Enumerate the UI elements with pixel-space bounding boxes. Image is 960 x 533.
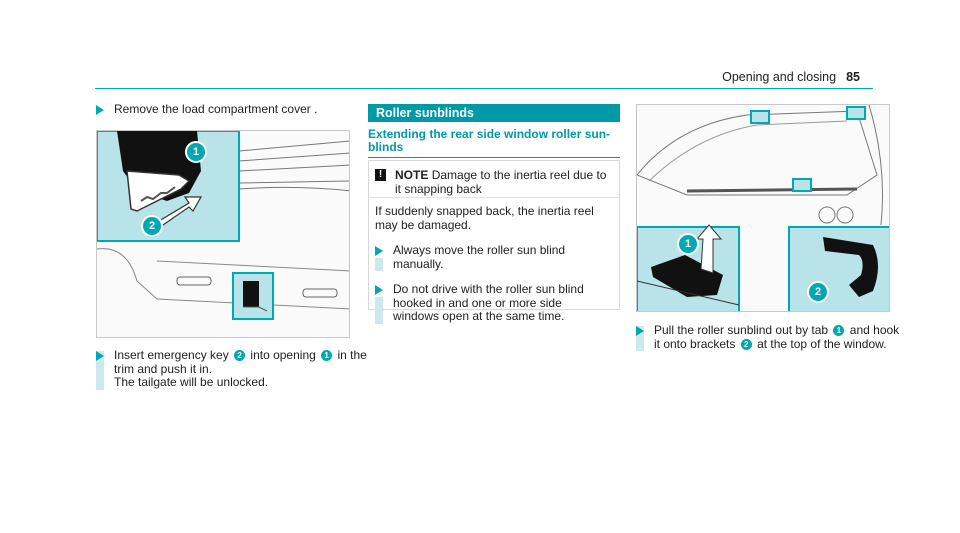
step-arrow-icon [636,326,644,336]
step-bar [96,351,104,390]
step-arrow-icon [375,285,383,295]
section-title: Opening and closing [722,70,837,84]
callout-2: 2 [141,215,163,237]
note-header: ! NOTE Damage to the inertia reel due to… [375,168,611,196]
note-title: Damage to the inertia reel due to it sna… [395,168,607,196]
step-remove-cover: Remove the load compartment cover . [96,102,364,117]
note-step-2: Do not drive with the roller sun blind h… [375,282,593,324]
warning-icon: ! [375,169,386,181]
key-ref-badge: 2 [234,350,246,361]
emergency-key-illustration [97,131,349,337]
callout-1: 1 [185,141,207,163]
result-text: The tailgate will be unlocked. [114,375,269,389]
section-heading-bar: Roller sunblinds [368,104,620,122]
header-rule [95,88,873,89]
note-body: If suddenly snapped back, the inertia re… [375,204,611,324]
opening-ref-badge: 1 [321,350,333,361]
note-text: If suddenly snapped back, the inertia re… [375,204,594,232]
sunblind-illustration [637,105,889,311]
note-divider [369,197,619,198]
figure-roller-sunblind: 1 2 [636,104,890,312]
tab-ref-badge: 1 [833,325,845,336]
step-arrow-icon [96,105,104,115]
running-header: Opening and closing 85 [722,70,860,84]
note-step-1: Always move the roller sun blind manuall… [375,243,593,271]
step-pull-sunblind: Pull the roller sunblind out by tab 1 an… [636,323,904,351]
note-label: NOTE [395,168,429,182]
page-number: 85 [846,70,860,84]
step-arrow-icon [375,246,383,256]
subheading: Extending the rear side window roller su… [368,128,620,158]
callout-1: 1 [677,233,699,255]
step-bar [636,326,644,351]
note-box: ! NOTE Damage to the inertia reel due to… [368,160,620,324]
bracket-ref-badge: 2 [740,338,752,350]
callout-2: 2 [807,281,829,303]
step-insert-key: Insert emergency key 2 into opening 1 in… [96,348,374,390]
figure-emergency-key: 1 2 [96,130,350,338]
step-arrow-icon [96,351,104,361]
